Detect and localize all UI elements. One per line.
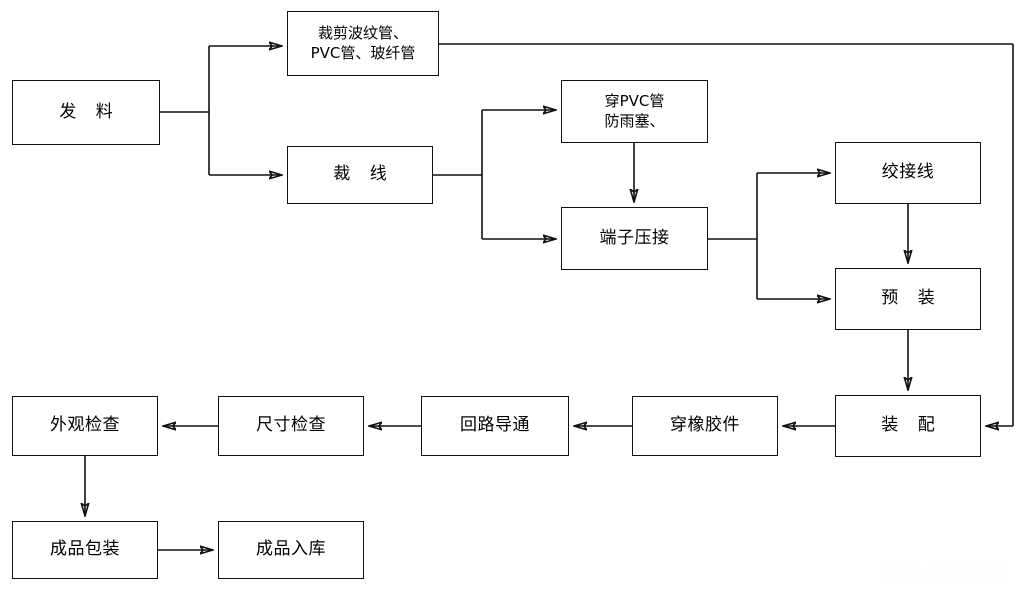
node-label: 尺寸检查	[256, 415, 326, 436]
node-label: 预 装	[881, 288, 942, 309]
watermark-text: 图片来源网络	[883, 565, 1010, 587]
node-label: 外观检查	[50, 415, 120, 436]
node-dimension-inspection[interactable]: 尺寸检查	[218, 396, 364, 456]
node-issue-material[interactable]: 发 料	[12, 80, 160, 145]
node-cut-wire[interactable]: 裁 线	[287, 146, 433, 204]
node-terminal-crimping[interactable]: 端子压接	[561, 207, 708, 270]
node-appearance-inspection[interactable]: 外观检查	[12, 396, 158, 456]
node-label: 裁剪波纹管、 PVC管、玻纤管	[310, 24, 416, 62]
node-wire-splicing[interactable]: 绞接线	[835, 142, 981, 204]
node-assembly[interactable]: 装 配	[835, 395, 981, 457]
node-label: 发 料	[59, 101, 120, 122]
edge-issue-split	[160, 46, 282, 175]
node-circuit-continuity[interactable]: 回路导通	[421, 396, 569, 456]
node-finished-product-warehousing[interactable]: 成品入库	[218, 521, 364, 579]
node-label: 端子压接	[599, 227, 670, 248]
node-cut-corrugated-tube[interactable]: 裁剪波纹管、 PVC管、玻纤管	[287, 11, 439, 76]
node-insert-rubber-parts[interactable]: 穿橡胶件	[632, 396, 778, 456]
edge-cuttube-to-assembly	[439, 43, 1014, 426]
node-finished-product-packaging[interactable]: 成品包装	[12, 521, 158, 579]
node-label: 穿PVC管 防雨塞、	[604, 92, 665, 130]
edge-cutwire-split	[433, 110, 556, 239]
node-insert-pvc-tube-rain-plug[interactable]: 穿PVC管 防雨塞、	[561, 80, 708, 143]
node-label: 回路导通	[460, 415, 530, 436]
node-label: 成品包装	[50, 539, 120, 560]
node-label: 成品入库	[256, 539, 326, 560]
node-label: 绞接线	[881, 162, 935, 183]
node-label: 穿橡胶件	[670, 415, 740, 436]
node-label: 装 配	[881, 415, 942, 436]
node-label: 裁 线	[333, 164, 394, 185]
node-pre-assembly[interactable]: 预 装	[835, 268, 981, 330]
edge-crimp-split	[708, 173, 830, 299]
